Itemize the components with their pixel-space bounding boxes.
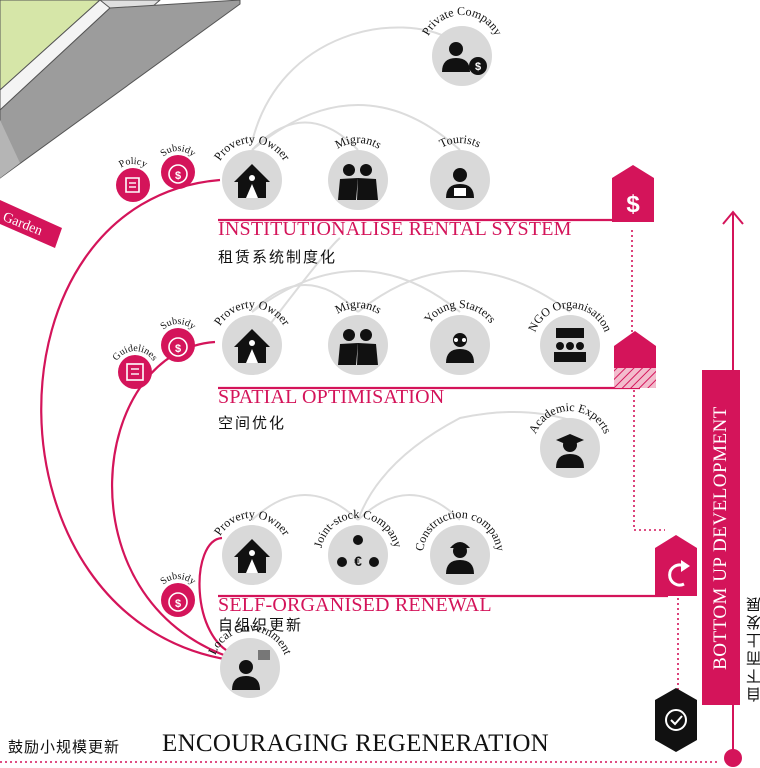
property-owner-node-renewal <box>222 525 282 585</box>
migrants-node-spatial <box>328 315 388 375</box>
svg-text:$: $ <box>175 170 181 182</box>
connection-arcs <box>251 26 571 521</box>
subsidy-badge-spatial: $ <box>161 328 195 362</box>
row-subtitle-rental: 租赁系统制度化 <box>218 248 338 266</box>
refresh-icon <box>668 563 685 587</box>
dollar-icon: $ <box>626 191 640 218</box>
stage-marker-renewal <box>655 535 697 596</box>
row-title-rental: INSTITUTIONALISE RENTAL SYSTEM <box>218 218 572 240</box>
migrants-node-rental <box>328 150 388 210</box>
arrow-base-dot <box>724 749 742 767</box>
dotted-connectors <box>0 230 720 763</box>
speech-icon <box>556 328 584 338</box>
camera-icon <box>454 188 466 196</box>
vertical-title-box: BOTTOM UP DEVELOPMENT <box>702 370 740 705</box>
government-building-icon <box>258 650 270 660</box>
label-tourists: Tourists <box>437 132 484 151</box>
local-government-node <box>220 638 280 698</box>
label-subsidy-rental: Subsidy <box>159 143 198 159</box>
tourists-node <box>430 150 490 210</box>
label-subsidy-spatial: Subsidy <box>159 316 198 332</box>
property-owner-node-rental <box>222 150 282 210</box>
guidelines-badge <box>118 355 152 389</box>
young-starters-node <box>430 315 490 375</box>
check-circle-icon <box>665 709 687 731</box>
subsidy-badge-renewal: $ <box>161 583 195 617</box>
construction-node <box>430 525 490 585</box>
label-policy: Policy <box>117 156 149 170</box>
stage-marker-rental: $ <box>612 165 654 222</box>
dollar-coin-icon <box>469 57 487 75</box>
bottom-subtitle: 鼓励小规模更新 <box>8 738 121 756</box>
vertical-subtitle: 自下而上发展 <box>745 594 760 702</box>
ngo-node <box>540 315 600 375</box>
government-arcs <box>40 178 237 662</box>
property-owner-node-spatial <box>222 315 282 375</box>
private-company-node: $ <box>432 26 492 86</box>
row-subtitle-renewal: 自组织更新 <box>218 616 304 634</box>
row-title-renewal: SELF-ORGANISED RENEWAL <box>218 594 492 616</box>
subsidy-badge-rental: $ <box>161 155 195 189</box>
stage-marker-spatial <box>614 331 656 388</box>
svg-text:$: $ <box>475 61 481 73</box>
label-migrants-rental: Migrants <box>333 132 385 152</box>
svg-text:$: $ <box>175 598 181 610</box>
bottom-title: ENCOURAGING REGENERATION <box>162 730 550 757</box>
label-subsidy-renewal: Subsidy <box>159 571 198 587</box>
academic-experts-node <box>540 418 600 478</box>
garden-banner <box>0 200 62 248</box>
stage-marker-regeneration <box>655 688 697 752</box>
row-lines <box>218 218 668 598</box>
euro-icon: € <box>354 553 362 569</box>
label-migrants-spatial: Migrants <box>333 297 385 317</box>
joint-stock-node: € <box>328 525 388 585</box>
row-subtitle-spatial: 空间优化 <box>218 414 287 432</box>
row-title-spatial: SPATIAL OPTIMISATION <box>218 386 445 408</box>
vertical-title: BOTTOM UP DEVELOPMENT <box>710 405 731 670</box>
svg-text:$: $ <box>175 343 181 355</box>
building-illustration <box>0 0 241 179</box>
policy-badge <box>116 168 150 202</box>
